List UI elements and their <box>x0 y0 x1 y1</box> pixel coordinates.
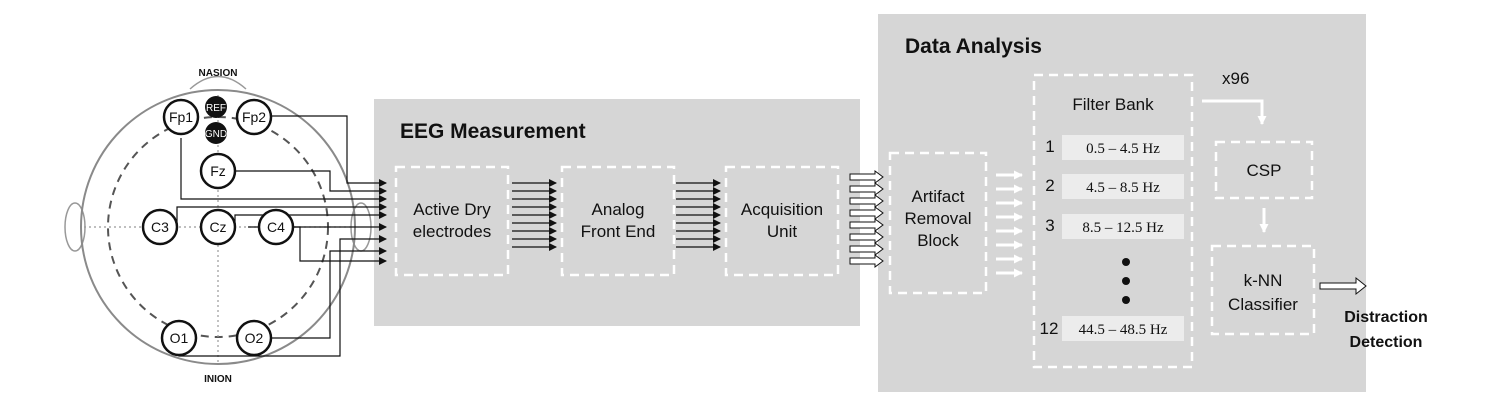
svg-text:3: 3 <box>1045 216 1054 235</box>
svg-text:0.5 – 4.5 Hz: 0.5 – 4.5 Hz <box>1086 141 1160 157</box>
band-ellipsis-dots <box>1122 258 1130 304</box>
analog-label-line2: Front End <box>581 222 656 241</box>
svg-text:C3: C3 <box>151 219 169 235</box>
electrode-o2: O2 <box>235 319 273 357</box>
knn-label-line2: Classifier <box>1228 295 1298 314</box>
artifact-removal-block <box>888 151 988 295</box>
svg-text:O1: O1 <box>170 330 189 346</box>
band-row-12: 12 44.5 – 48.5 Hz <box>1040 316 1184 341</box>
electrode-fz: Fz <box>199 152 237 190</box>
output-arrow <box>1319 276 1367 296</box>
eeg-measurement-title: EEG Measurement <box>400 120 586 143</box>
acquisition-label-line1: Acquisition <box>741 200 823 219</box>
svg-text:REF: REF <box>206 103 226 114</box>
active-dry-label-line1: Active Dry <box>413 200 491 219</box>
filter-bank-block <box>1032 73 1194 369</box>
band-row-1: 1 0.5 – 4.5 Hz <box>1045 135 1184 160</box>
knn-label-line1: k-NN <box>1244 271 1283 290</box>
electrode-fp2: Fp2 <box>235 98 273 136</box>
output-label-line1: Distraction <box>1344 309 1428 326</box>
electrode-gnd: GND <box>205 122 227 144</box>
electrode-head-map: NASION INION Fp1 Fp2 REF <box>64 68 387 385</box>
nasion-label: NASION <box>199 68 238 79</box>
artifact-label-line2: Removal <box>904 209 971 228</box>
electrode-c3: C3 <box>141 208 179 246</box>
hollow-arrows-to-artifact <box>849 170 884 268</box>
multiplier-label: x96 <box>1222 69 1249 88</box>
white-arrows-to-filter-bank <box>996 170 1023 278</box>
filter-to-csp-arrow <box>1202 99 1267 125</box>
signal-arrows-1 <box>512 179 557 251</box>
svg-text:2: 2 <box>1045 176 1054 195</box>
signal-arrows-2 <box>676 179 721 251</box>
artifact-label-line1: Artifact <box>912 187 965 206</box>
analog-front-end-block <box>560 165 676 277</box>
svg-text:Fp2: Fp2 <box>242 109 266 125</box>
svg-text:Fz: Fz <box>210 163 226 179</box>
svg-text:4.5 – 8.5 Hz: 4.5 – 8.5 Hz <box>1086 180 1160 196</box>
active-dry-electrodes-block <box>394 165 510 277</box>
svg-text:8.5 – 12.5 Hz: 8.5 – 12.5 Hz <box>1082 220 1164 236</box>
data-analysis-title: Data Analysis <box>905 35 1042 58</box>
electrode-c4: C4 <box>257 208 295 246</box>
electrode-fp1: Fp1 <box>162 98 200 136</box>
knn-classifier-block <box>1210 244 1316 336</box>
nose-shape <box>189 75 247 90</box>
svg-text:44.5 – 48.5 Hz: 44.5 – 48.5 Hz <box>1079 322 1168 338</box>
acquisition-label-line2: Unit <box>767 222 798 241</box>
svg-text:Fp1: Fp1 <box>169 109 193 125</box>
band-row-2: 2 4.5 – 8.5 Hz <box>1045 174 1184 199</box>
electrode-o1: O1 <box>160 319 198 357</box>
analog-label-line1: Analog <box>592 200 645 219</box>
electrode-ref: REF <box>205 96 227 118</box>
svg-text:C4: C4 <box>267 219 285 235</box>
eeg-measurement-panel <box>374 99 860 326</box>
svg-text:Cz: Cz <box>209 219 226 235</box>
csp-label: CSP <box>1247 161 1282 180</box>
electrode-wires <box>176 115 387 357</box>
output-label-line2: Detection <box>1350 334 1423 351</box>
csp-block <box>1214 140 1314 200</box>
band-row-3: 3 8.5 – 12.5 Hz <box>1045 214 1184 239</box>
acquisition-unit-block <box>724 165 840 277</box>
svg-text:O2: O2 <box>245 330 264 346</box>
svg-text:12: 12 <box>1040 319 1059 338</box>
active-dry-label-line2: electrodes <box>413 222 491 241</box>
electrode-cz: Cz <box>199 208 237 246</box>
filter-bank-title: Filter Bank <box>1072 95 1154 114</box>
svg-text:1: 1 <box>1045 137 1054 156</box>
svg-text:GND: GND <box>205 129 227 140</box>
inion-label: INION <box>204 374 232 385</box>
artifact-label-line3: Block <box>917 231 959 250</box>
